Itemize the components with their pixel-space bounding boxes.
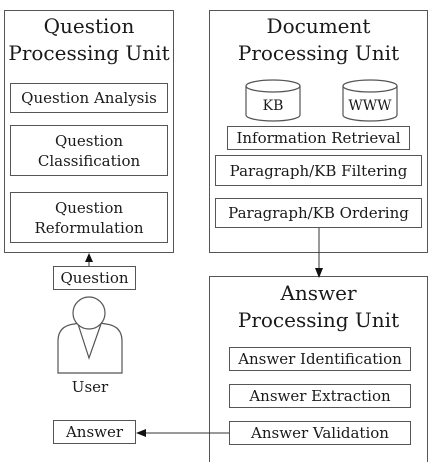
- answer-identification-box: Answer Identification: [229, 347, 411, 371]
- question-reformulation-box: Question Reformulation: [10, 192, 168, 243]
- question-to-unit-arrowhead: [85, 253, 93, 262]
- information-retrieval-label: Information Retrieval: [236, 129, 401, 147]
- question-box-label: Question: [60, 269, 129, 287]
- user-icon: [57, 296, 123, 374]
- kb-database-icon: [245, 79, 301, 122]
- answer-unit-title: Answer Processing Unit: [210, 280, 427, 334]
- question-classification-line2: Classification: [37, 151, 141, 170]
- user-label: User: [71, 378, 109, 396]
- answer-unit-title-line1: Answer: [280, 281, 357, 305]
- paragraph-kb-ordering-box: Paragraph/KB Ordering: [215, 198, 422, 228]
- paragraph-kb-ordering-label: Paragraph/KB Ordering: [228, 204, 409, 222]
- question-classification-box: Question Classification: [10, 125, 168, 176]
- validation-to-answer-arrowhead: [136, 429, 146, 437]
- question-analysis-box: Question Analysis: [10, 83, 168, 113]
- answer-box: Answer: [53, 420, 136, 444]
- answer-unit-title-line2: Processing Unit: [237, 308, 400, 332]
- answer-extraction-label: Answer Extraction: [249, 387, 391, 405]
- paragraph-kb-filtering-label: Paragraph/KB Filtering: [229, 161, 408, 180]
- question-box: Question: [53, 266, 136, 290]
- ordering-to-answer-unit-arrowhead: [315, 268, 323, 278]
- answer-identification-label: Answer Identification: [238, 350, 402, 368]
- kb-label: KB: [262, 98, 284, 114]
- document-unit-title: Document Processing Unit: [210, 13, 427, 67]
- question-classification-line1: Question: [54, 131, 124, 150]
- answer-validation-label: Answer Validation: [251, 424, 389, 442]
- www-database-icon: [342, 79, 398, 122]
- www-label: WWW: [348, 98, 392, 114]
- answer-box-label: Answer: [65, 423, 124, 441]
- question-analysis-label: Question Analysis: [21, 89, 157, 107]
- document-unit-title-line2: Processing Unit: [237, 41, 400, 65]
- question-unit-title: Question Processing Unit: [5, 13, 173, 67]
- question-reformulation-line1: Question: [54, 198, 124, 217]
- question-unit-title-line1: Question: [43, 14, 135, 38]
- question-unit-title-line2: Processing Unit: [8, 41, 170, 65]
- answer-validation-box: Answer Validation: [229, 421, 411, 445]
- information-retrieval-box: Information Retrieval: [227, 126, 410, 150]
- paragraph-kb-filtering-box: Paragraph/KB Filtering: [215, 155, 422, 186]
- question-reformulation-line2: Reformulation: [34, 218, 144, 237]
- document-unit-title-line1: Document: [266, 14, 371, 38]
- answer-extraction-box: Answer Extraction: [229, 384, 411, 408]
